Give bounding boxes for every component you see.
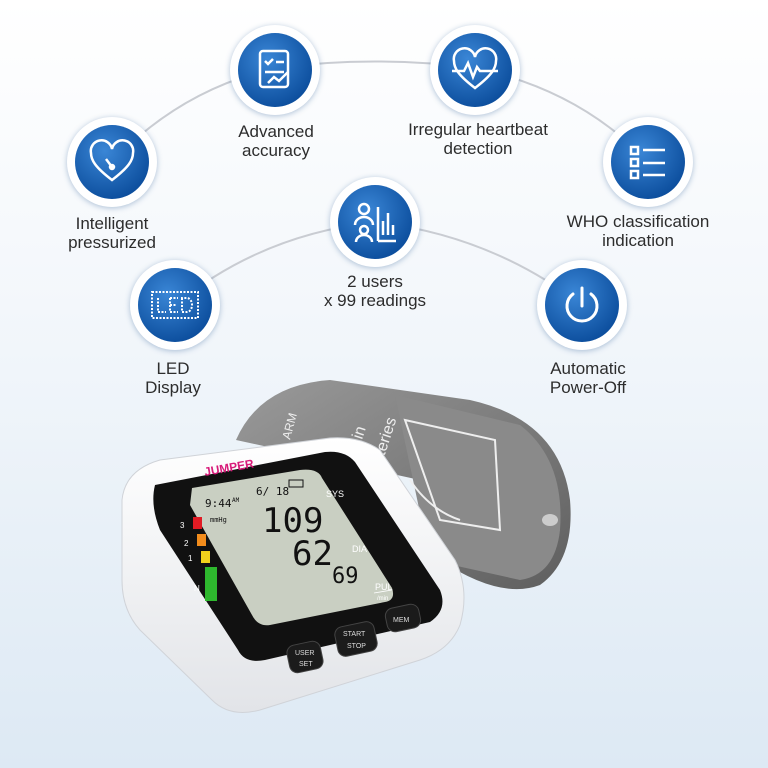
users-chart-icon [353, 202, 396, 243]
svg-text:2: 2 [184, 539, 189, 548]
svg-text:N: N [194, 584, 200, 593]
list-icon [629, 145, 665, 180]
svg-text:AM: AM [232, 497, 240, 504]
svg-text:SYS: SYS [326, 489, 344, 499]
svg-text:9:44: 9:44 [205, 497, 232, 510]
feature-advanced-accuracy [230, 25, 320, 115]
svg-text:6/ 18: 6/ 18 [256, 485, 289, 498]
svg-text:STOP: STOP [347, 643, 366, 650]
svg-text:MEM: MEM [393, 617, 410, 624]
feature-users-readings [330, 177, 420, 267]
heartbeat-icon [452, 47, 498, 90]
mem-button[interactable]: MEM [384, 603, 422, 634]
feature-who-classification [603, 117, 693, 207]
monitor-body: JUMPER 9:44 AM 6/ 18 mmHg 109 62 69 SYS … [121, 437, 465, 713]
start-stop-button[interactable]: START STOP [333, 620, 378, 658]
pul-value: 69 [332, 564, 359, 589]
pul-unit: /min [377, 596, 388, 602]
feature-led-display [130, 260, 220, 350]
heart-gauge-icon [89, 139, 135, 182]
checklist-graph-icon [258, 49, 290, 89]
svg-text:DIA: DIA [352, 544, 367, 554]
svg-text:mmHg: mmHg [210, 516, 227, 524]
svg-text:SET: SET [299, 661, 313, 668]
svg-text:3: 3 [180, 521, 185, 530]
svg-text:PUL: PUL [375, 582, 393, 592]
feature-irregular-heartbeat [430, 25, 520, 115]
svg-text:1: 1 [188, 554, 193, 563]
svg-text:ARM: ARM [279, 411, 299, 440]
led-icon [151, 291, 199, 319]
svg-text:in: in [350, 424, 370, 441]
feature-auto-power-off [537, 260, 627, 350]
feature-intelligent-pressurized [67, 117, 157, 207]
sys-value: 109 [262, 501, 323, 541]
svg-text:USER: USER [295, 650, 314, 657]
power-icon [565, 286, 599, 323]
dia-value: 62 [292, 534, 333, 574]
who-indicator: 3 2 1N [180, 517, 217, 601]
user-set-button[interactable]: USER SET [285, 640, 324, 674]
svg-text:START: START [343, 631, 366, 638]
